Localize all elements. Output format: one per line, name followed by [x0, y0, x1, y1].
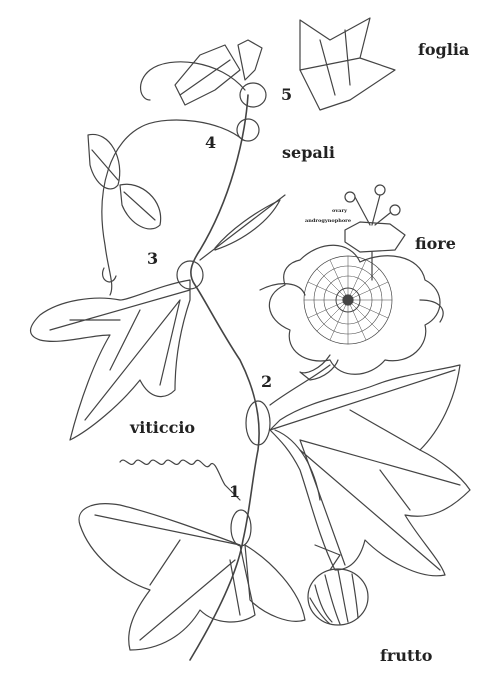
- right-leaf: [270, 365, 470, 576]
- main-stem: [190, 95, 259, 660]
- label-ovary: ovary: [332, 208, 347, 214]
- passion-flower: [260, 245, 443, 380]
- bud-pods: [88, 134, 161, 228]
- node-number-5: 5: [281, 85, 292, 104]
- coiled-tendril: [120, 460, 240, 500]
- spindle-bud: [215, 200, 280, 250]
- bottom-left-leaf: [79, 504, 255, 650]
- fruit: [308, 545, 368, 625]
- flower-stalk: [270, 365, 330, 405]
- top-tendril: [141, 62, 245, 100]
- label-viticcio: viticcio: [130, 418, 195, 437]
- node-number-4: 4: [205, 133, 216, 152]
- node-5-circle: [240, 83, 266, 107]
- top-leaf-left: [175, 45, 240, 105]
- label-fiore: fiore: [415, 234, 456, 253]
- left-leaf: [31, 280, 190, 440]
- node-number-3: 3: [147, 249, 158, 268]
- node-4-circle: [237, 119, 259, 141]
- top-leaf-right: [300, 18, 395, 110]
- label-frutto: frutto: [380, 646, 432, 665]
- top-bud: [238, 40, 262, 80]
- node-number-1: 1: [229, 482, 240, 501]
- flower-detail: [345, 185, 405, 280]
- label-foglia: foglia: [418, 40, 469, 59]
- label-androgynophore: androgynophore: [305, 218, 351, 224]
- label-sepali: sepali: [282, 143, 335, 162]
- node-number-2: 2: [261, 372, 272, 391]
- node-1-circle: [231, 510, 251, 546]
